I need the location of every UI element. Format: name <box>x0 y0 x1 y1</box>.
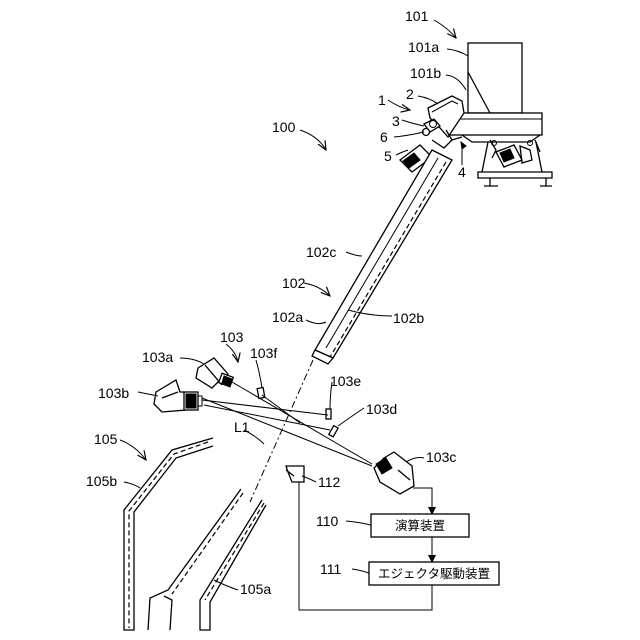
label-102: 102 <box>282 275 306 291</box>
label-105: 105 <box>94 431 118 447</box>
label-3: 3 <box>392 113 400 129</box>
label-102b: 102b <box>393 310 424 326</box>
sorting-hopper-105 <box>124 438 266 630</box>
label-2: 2 <box>406 86 414 102</box>
label-101a: 101a <box>408 39 439 55</box>
label-101b: 101b <box>410 65 441 81</box>
label-112: 112 <box>318 474 341 490</box>
label-4: 4 <box>458 164 466 180</box>
label-5: 5 <box>384 148 392 164</box>
label-103f: 103f <box>250 345 277 361</box>
label-105a: 105a <box>240 581 271 597</box>
label-105b: 105b <box>86 473 117 489</box>
label-103b: 103b <box>98 385 129 401</box>
label-103a: 103a <box>142 349 173 365</box>
background-plate-103d <box>329 426 338 437</box>
reference-labels: 101 101a 101b 1 2 3 4 5 6 100 102c 102 1… <box>86 8 466 597</box>
ejector-drive-box-label: エジェクタ駆動装置 <box>378 566 490 581</box>
label-103c: 103c <box>426 449 456 465</box>
label-100: 100 <box>272 119 296 135</box>
optical-section-103 <box>154 358 414 494</box>
label-103: 103 <box>220 329 244 345</box>
label-1: 1 <box>378 92 386 108</box>
camera-103c <box>374 452 414 494</box>
label-101: 101 <box>405 8 429 24</box>
label-102a: 102a <box>272 309 303 325</box>
label-L1: L1 <box>234 419 250 435</box>
hopper-101a <box>468 43 522 113</box>
label-6: 6 <box>380 129 388 145</box>
label-103e: 103e <box>330 373 361 389</box>
camera-103b <box>154 380 202 412</box>
label-103d: 103d <box>366 401 397 417</box>
label-111: 111 <box>320 561 341 577</box>
leaders <box>120 20 468 590</box>
label-110: 110 <box>316 513 339 529</box>
label-102c: 102c <box>306 244 336 260</box>
calc-box-label: 演算装置 <box>395 518 445 533</box>
ejector-112 <box>286 466 304 482</box>
background-plate-103e <box>326 409 331 419</box>
